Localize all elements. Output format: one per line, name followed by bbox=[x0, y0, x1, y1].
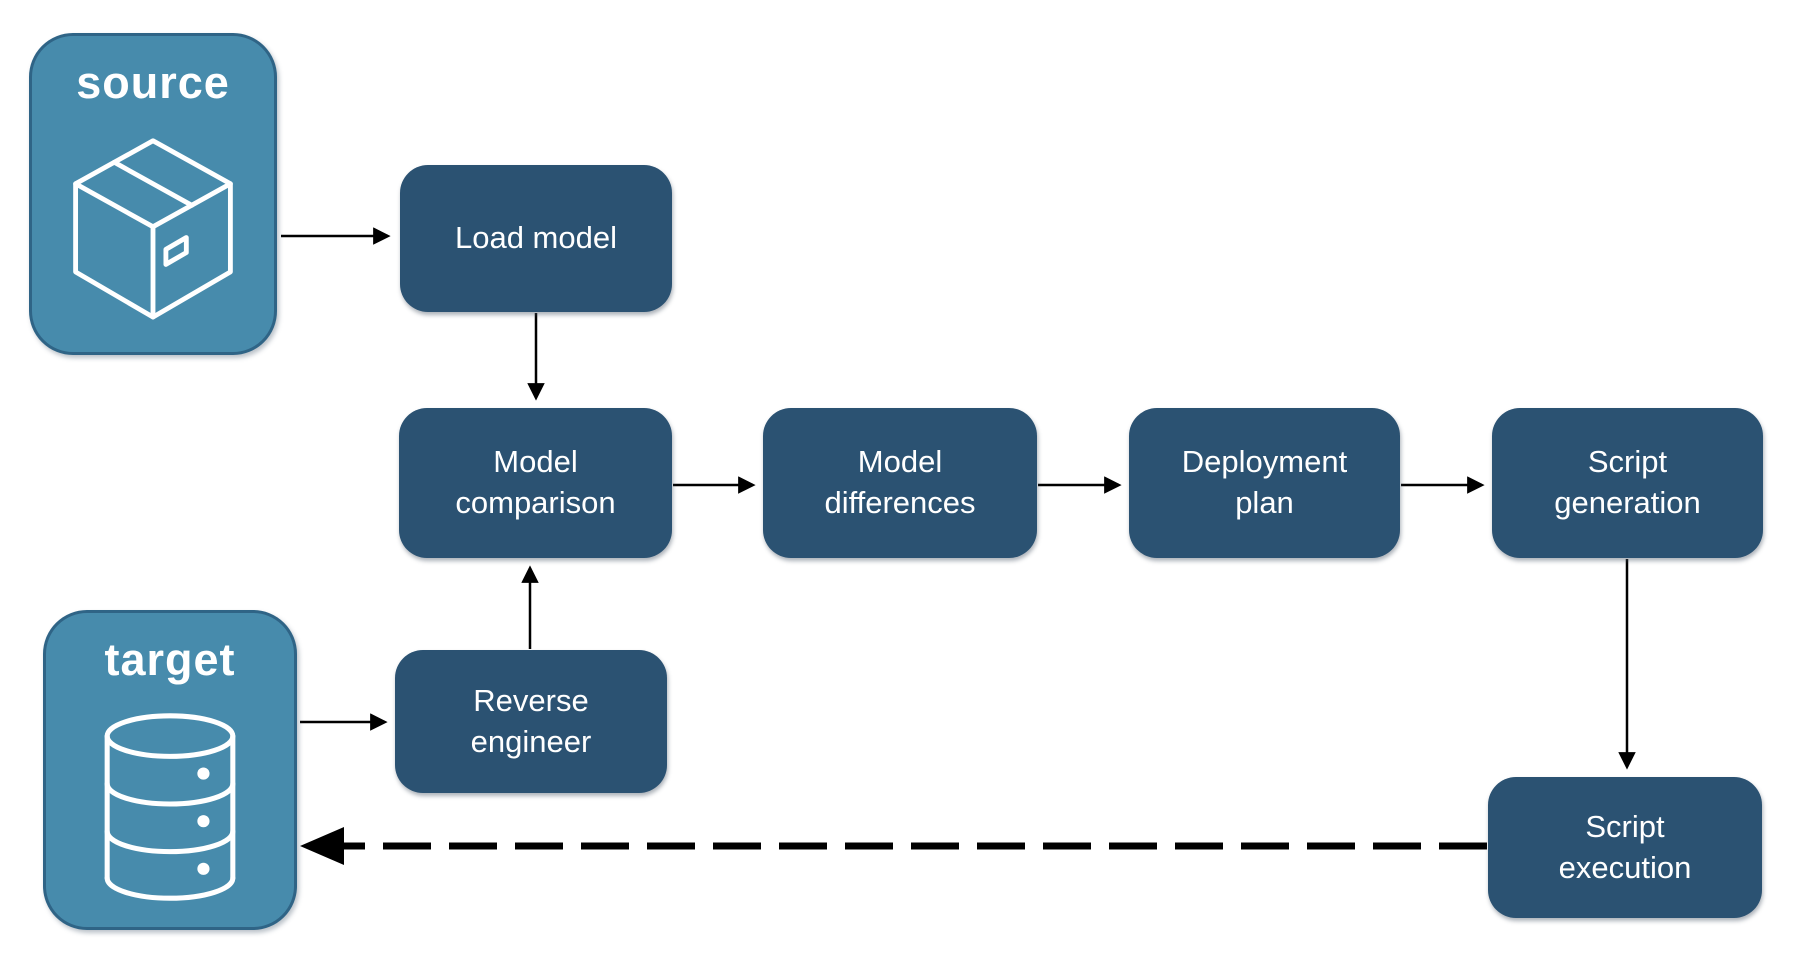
node-script-execution: Script execution bbox=[1488, 777, 1762, 918]
target-label: target bbox=[104, 634, 236, 685]
target-endpoint: target bbox=[43, 610, 297, 930]
dashed-arrowhead bbox=[300, 827, 344, 865]
node-load-model: Load model bbox=[400, 165, 672, 312]
node-model-differences: Model differences bbox=[763, 408, 1037, 558]
source-endpoint: source bbox=[29, 33, 277, 355]
node-model-comparison: Model comparison bbox=[399, 408, 672, 558]
node-reverse-engineer: Reverse engineer bbox=[395, 650, 667, 793]
node-script-generation: Script generation bbox=[1492, 408, 1763, 558]
source-label: source bbox=[76, 57, 230, 108]
node-deployment-plan: Deployment plan bbox=[1129, 408, 1400, 558]
database-icon bbox=[46, 685, 294, 928]
package-icon bbox=[32, 108, 274, 353]
